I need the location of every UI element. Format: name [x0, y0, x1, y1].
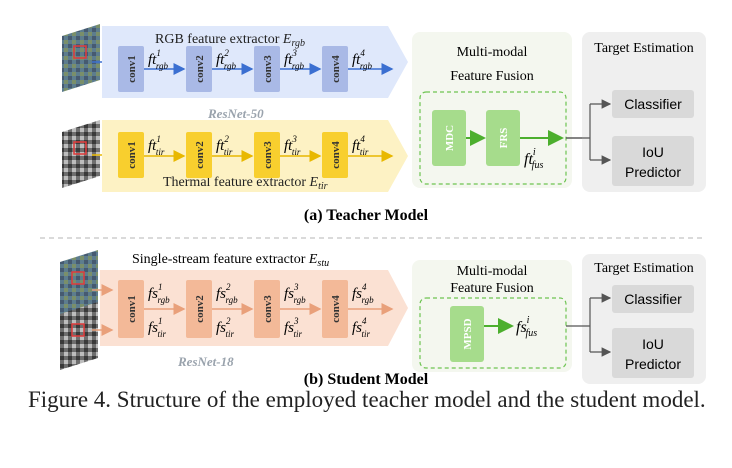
student-iou-box [612, 328, 694, 378]
teacher-iou-box [612, 136, 694, 186]
tir-conv2 [186, 132, 212, 178]
student-conv2 [186, 280, 212, 338]
rgb-conv2 [186, 46, 212, 92]
student-model-caption: (b) Student Model [304, 371, 429, 388]
rgb-extractor-title: RGB feature extractor Ergb [155, 32, 305, 49]
student-classifier-box [612, 285, 694, 313]
tir-conv4 [322, 132, 348, 178]
student-branch-lines [566, 293, 612, 357]
teacher-classifier-label: Classifier [624, 96, 682, 112]
student-classifier-label: Classifier [624, 291, 682, 307]
student-iou-label-1: IoU [642, 336, 664, 352]
student-conv2-label: conv2 [194, 295, 206, 323]
student-conv3-label: conv3 [262, 295, 274, 323]
student-conv4-label: conv4 [330, 295, 342, 323]
student-iou-label-2: Predictor [625, 356, 681, 372]
thermal-extractor-title: Thermal feature extractor Etir [163, 175, 328, 192]
mdc-label: MDC [444, 125, 456, 151]
mdc-module [432, 110, 466, 166]
student-backbone-label: ResNet-18 [177, 354, 234, 369]
student-conv3 [254, 280, 280, 338]
rgb-conv1 [118, 46, 144, 92]
teacher-backbone-label: ResNet-50 [207, 106, 264, 121]
rgb-conv1-label: conv1 [126, 55, 138, 83]
rgb-conv4 [322, 46, 348, 92]
teacher-fusion-title-1: Multi-modal [457, 45, 528, 60]
tir-conv4-label: conv4 [330, 141, 342, 169]
architecture-diagram: RGB feature extractor Ergb ResNet-50 The… [40, 24, 706, 388]
rgb-conv3-label: conv3 [262, 55, 274, 83]
student-conv4 [322, 280, 348, 338]
rgb-conv4-label: conv4 [330, 55, 342, 83]
frs-module [486, 110, 520, 166]
mpsd-label: MPSD [462, 318, 474, 349]
tir-conv3-label: conv3 [262, 141, 274, 169]
teacher-rgb-image [62, 24, 100, 92]
tir-conv1-label: conv1 [126, 141, 138, 169]
teacher-tir-image [62, 120, 100, 188]
tir-conv3 [254, 132, 280, 178]
teacher-iou-label-2: Predictor [625, 164, 681, 180]
student-fusion-title-1: Multi-modal [457, 264, 528, 279]
student-target-title: Target Estimation [594, 261, 693, 276]
student-fusion-title-2: Feature Fusion [450, 281, 534, 296]
student-fusion-dashed-box [419, 297, 567, 369]
teacher-branch-lines-top [566, 99, 612, 165]
teacher-model-caption: (a) Teacher Model [304, 207, 429, 224]
student-tir-image [60, 302, 98, 370]
rgb-conv3 [254, 46, 280, 92]
teacher-classifier-box [612, 90, 694, 118]
teacher-iou-label-1: IoU [642, 144, 664, 160]
student-rgb-image [60, 250, 98, 318]
teacher-fusion-title-2: Feature Fusion [450, 69, 534, 84]
frs-label: FRS [498, 128, 510, 149]
student-conv1-label: conv1 [126, 295, 138, 323]
teacher-target-title: Target Estimation [594, 41, 693, 56]
figure-caption: Figure 4. Structure of the employed teac… [28, 387, 706, 412]
student-extractor-title: Single-stream feature extractor Estu [132, 252, 329, 269]
tir-conv2-label: conv2 [194, 141, 206, 169]
tir-conv1 [118, 132, 144, 178]
rgb-conv2-label: conv2 [194, 55, 206, 83]
mpsd-module [450, 306, 484, 362]
student-conv1 [118, 280, 144, 338]
